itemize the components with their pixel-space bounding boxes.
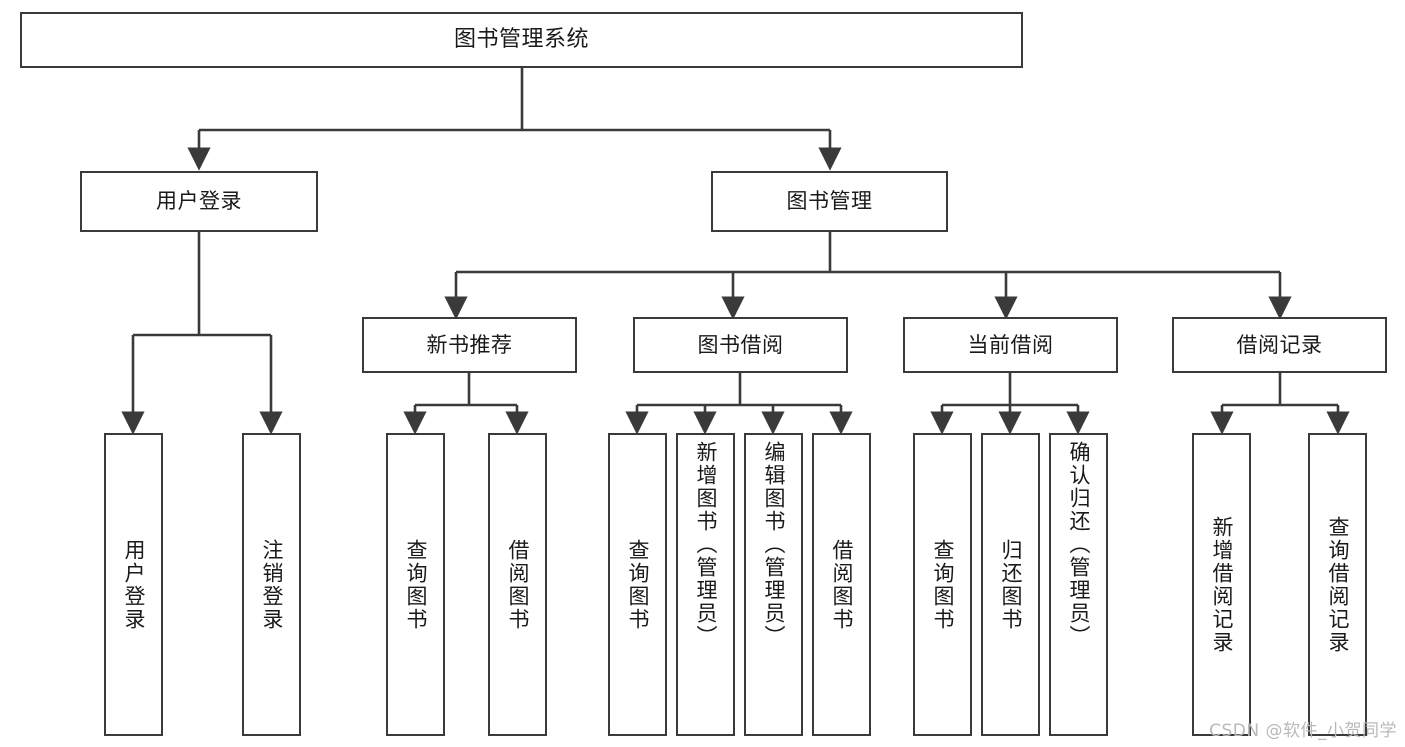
leaf-book-borrow-add-book-admin[interactable]: 新增图书（管理员）	[676, 433, 735, 736]
node-label: 新增借阅记录	[1210, 515, 1234, 654]
leaf-book-borrow-edit-book-admin[interactable]: 编辑图书（管理员）	[744, 433, 803, 736]
node-label: 归还图书	[999, 538, 1023, 631]
node-label: 新增图书（管理员）	[694, 441, 718, 648]
csdn-watermark: CSDN @软件_小贺同学	[1209, 721, 1397, 741]
node-label: 用户登录	[156, 189, 242, 214]
leaf-user-login-login[interactable]: 用户登录	[104, 433, 163, 736]
node-user-login[interactable]: 用户登录	[80, 171, 318, 232]
node-label: 当前借阅	[967, 332, 1054, 357]
node-book-management[interactable]: 图书管理	[711, 171, 948, 232]
node-label: 查询借阅记录	[1326, 515, 1350, 654]
node-label: 编辑图书（管理员）	[762, 441, 786, 648]
node-label: 确认归还（管理员）	[1067, 441, 1091, 648]
node-borrow-record[interactable]: 借阅记录	[1172, 317, 1387, 373]
node-label: 图书借阅	[697, 332, 784, 357]
node-label: 图书管理	[786, 189, 873, 214]
node-label: 查询图书	[404, 538, 428, 631]
node-label: 查询图书	[931, 538, 955, 631]
node-label: 注销登录	[260, 538, 284, 631]
node-label: 用户登录	[122, 538, 146, 631]
leaf-user-login-logout[interactable]: 注销登录	[242, 433, 301, 736]
node-label: 查询图书	[626, 538, 650, 631]
node-book-borrow[interactable]: 图书借阅	[633, 317, 848, 373]
leaf-new-book-query-book[interactable]: 查询图书	[386, 433, 445, 736]
node-label: 借阅记录	[1236, 332, 1323, 357]
leaf-current-borrow-return-book[interactable]: 归还图书	[981, 433, 1040, 736]
leaf-borrow-record-add-record[interactable]: 新增借阅记录	[1192, 433, 1251, 736]
node-root-book-management-system[interactable]: 图书管理系统	[20, 12, 1023, 68]
leaf-current-borrow-query-book[interactable]: 查询图书	[913, 433, 972, 736]
leaf-book-borrow-query-book[interactable]: 查询图书	[608, 433, 667, 736]
node-label: 借阅图书	[830, 538, 854, 631]
leaf-book-borrow-borrow-book[interactable]: 借阅图书	[812, 433, 871, 736]
leaf-borrow-record-query-record[interactable]: 查询借阅记录	[1308, 433, 1367, 736]
node-label: 新书推荐	[426, 332, 513, 357]
leaf-current-borrow-confirm-return-admin[interactable]: 确认归还（管理员）	[1049, 433, 1108, 736]
node-current-borrow[interactable]: 当前借阅	[903, 317, 1118, 373]
node-label: 图书管理系统	[453, 27, 589, 53]
leaf-new-book-borrow-book[interactable]: 借阅图书	[488, 433, 547, 736]
node-label: 借阅图书	[506, 538, 530, 631]
node-new-book-recommend[interactable]: 新书推荐	[362, 317, 577, 373]
